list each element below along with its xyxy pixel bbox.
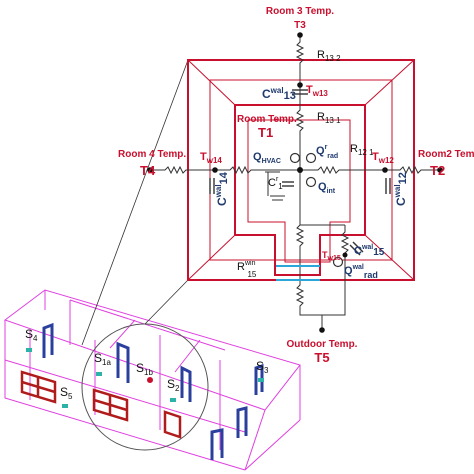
sensor-label-s2: S2 [167, 377, 180, 393]
tw15-label: Tw15 [322, 250, 341, 262]
node-tw12 [382, 167, 388, 173]
sensor-marker-s3 [258, 378, 264, 382]
source-qhvac-icon [289, 152, 301, 164]
resistor-r12-2 [385, 165, 440, 175]
node-tw13 [297, 82, 303, 88]
node-t1 [297, 167, 303, 173]
room1-label: Room Temp. [237, 114, 297, 125]
doors [42, 322, 264, 460]
sensor-label-s1a: S1a [94, 351, 111, 367]
source-qint-icon [305, 176, 317, 188]
thermal-network-wires [150, 35, 440, 330]
source-qwal-icon [332, 256, 344, 268]
sensor-markers [26, 348, 264, 408]
t1-label: T1 [258, 125, 273, 140]
capacitor-c15 [349, 241, 364, 256]
r13-2-label: R13 2 [317, 49, 341, 63]
t4-label: T4 [140, 163, 156, 178]
node-t3 [297, 32, 303, 38]
sensor-label-s4: S4 [25, 327, 38, 343]
node-tw15 [342, 252, 348, 258]
resistor-r13-1 [295, 85, 305, 170]
sensor-marker-s2 [170, 398, 176, 402]
cwal14-label: Cwal14 [214, 171, 230, 206]
sensor-marker-s5 [62, 404, 68, 408]
cwal13-label: Cwal13 [262, 86, 296, 102]
zoom-connectors [81, 59, 189, 346]
capacitors [209, 89, 391, 256]
room4-label: Room 4 Temp. [118, 149, 186, 160]
r13-1-label: R13 1 [317, 111, 341, 125]
capacitor-c12 [385, 178, 391, 194]
resistor-r12-1 [300, 165, 385, 175]
cwal12-label: Cwal12 [393, 172, 409, 206]
heat-sources [289, 152, 344, 268]
qwal-label: Qwalrad [344, 264, 378, 280]
window-bars [276, 265, 320, 281]
building-view: S4 S1a S1b S2 S3 S5 [3, 289, 301, 471]
tw13-label: Tw13 [306, 84, 328, 98]
r12-1-label: R12 1 [350, 143, 374, 157]
qhvac-label: QHVAC [253, 151, 281, 165]
room3-label: Room 3 Temp. [266, 6, 334, 17]
sensor-marker-s1a [96, 372, 102, 376]
resistor-to-outdoor [295, 268, 323, 330]
t5-label: T5 [314, 350, 329, 365]
t2-label: T2 [430, 163, 445, 178]
sensor-label-s5: S5 [60, 385, 73, 401]
qint-label: Qint [318, 181, 336, 195]
sensor-label-s1b: S1b [136, 361, 153, 377]
resistor-wall15 [322, 225, 350, 316]
outdoor-label: Outdoor Temp. [287, 339, 358, 350]
capacitor-c1 [282, 181, 294, 187]
source-qrad-icon [305, 152, 317, 164]
c1-label: Cr1 [268, 176, 283, 191]
resistor-r14-1 [215, 165, 300, 175]
room2-label: Room2 Temp [418, 149, 474, 160]
sensor-marker-s4 [26, 348, 32, 352]
sensor-label-s3: S3 [256, 359, 269, 375]
tw12-label: Tw12 [372, 151, 394, 165]
cwal15-label: Cwal15 [354, 244, 385, 258]
node-t5 [319, 327, 325, 333]
qrrad-label: Qrrad [316, 144, 338, 160]
node-t2 [437, 167, 443, 173]
building-outline [3, 289, 301, 471]
node-t4 [147, 167, 153, 173]
t3-label: T3 [294, 20, 306, 31]
room-inner-inner-outline [247, 119, 351, 263]
resistor-down [295, 170, 305, 268]
capacitor-c13 [292, 89, 308, 95]
windows [20, 370, 182, 439]
capacitor-c14 [209, 178, 215, 194]
network-nodes [147, 32, 443, 333]
resistor-r14-2 [150, 165, 215, 175]
tw14-label: Tw14 [200, 151, 222, 165]
sensor-marker-s1b [147, 377, 153, 383]
room-inner-outline [234, 104, 366, 276]
node-tw14 [212, 167, 218, 173]
resistor-r13-2 [295, 35, 305, 85]
